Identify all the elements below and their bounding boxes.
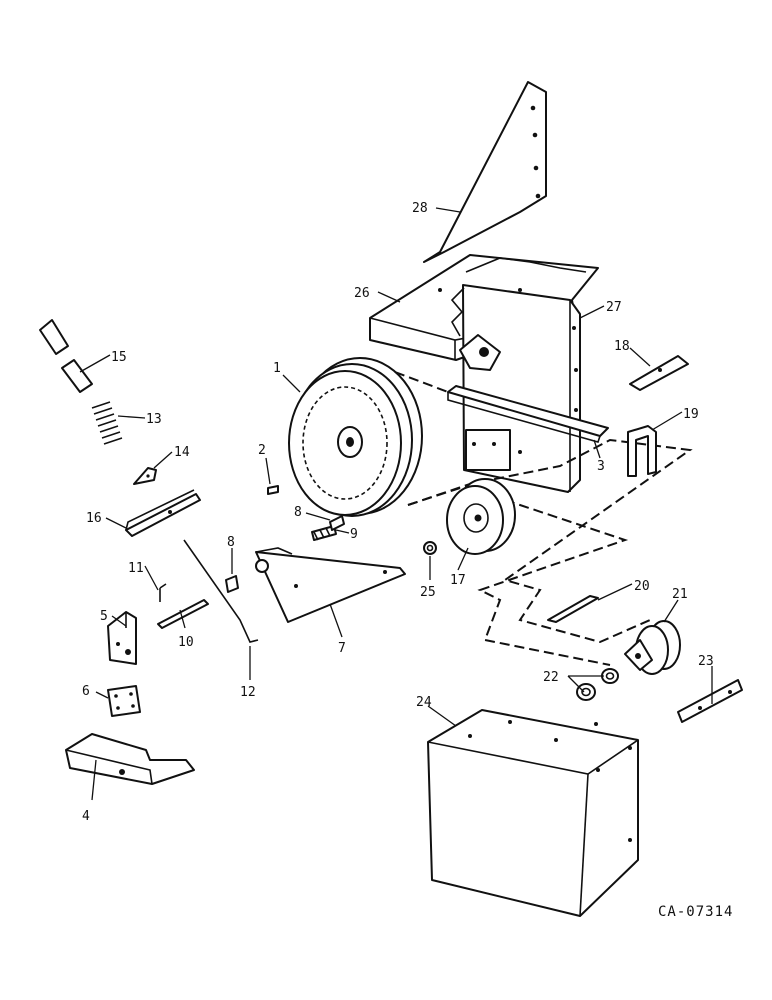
part-4-channel-bracket [65, 733, 195, 785]
part-7-arm [255, 547, 406, 623]
part-24-cover-box [427, 709, 639, 917]
part-25-nut [423, 541, 437, 555]
callout-26: 26 [354, 286, 370, 301]
callout-18: 18 [614, 339, 630, 354]
part-9-bolt [311, 525, 337, 541]
drive-belt [394, 371, 693, 666]
callout-8b: 8 [227, 535, 235, 550]
part-10-shaft [157, 599, 209, 629]
callout-11: 11 [128, 561, 144, 576]
drawing-reference-code: CA-07314 [658, 904, 733, 920]
leader-lines [79, 207, 713, 801]
callout-8a: 8 [294, 505, 302, 520]
part-19-u-bracket [627, 425, 657, 477]
part-23-plate [677, 679, 743, 723]
callout-6: 6 [82, 684, 90, 699]
callout-16: 16 [86, 511, 102, 526]
part-20-strap [547, 595, 599, 623]
callout-7: 7 [338, 641, 346, 656]
callout-13: 13 [146, 412, 162, 427]
callout-5: 5 [100, 609, 108, 624]
callout-4: 4 [82, 809, 90, 824]
part-11-hook [159, 583, 167, 602]
callout-2: 2 [258, 443, 266, 458]
part-15-sleeves [39, 319, 93, 393]
callout-24: 24 [416, 695, 432, 710]
callout-27: 27 [606, 300, 622, 315]
part-2-pin [267, 485, 279, 495]
callout-21: 21 [672, 587, 688, 602]
part-6-square-plate [107, 685, 141, 717]
part-28-shield [423, 81, 547, 263]
callout-28: 28 [412, 201, 428, 216]
callout-19: 19 [683, 407, 699, 422]
part-18-bracket [629, 355, 689, 391]
callout-17: 17 [450, 573, 466, 588]
callout-22: 22 [543, 670, 559, 685]
part-21-small-pulley [624, 620, 681, 675]
callout-labels: 1 2 3 4 5 6 7 8 8 9 10 11 12 13 14 15 16… [82, 201, 714, 824]
part-5-mount-bracket [107, 611, 137, 665]
part-16-angle [125, 489, 201, 537]
callout-25: 25 [420, 585, 436, 600]
callout-1: 1 [273, 361, 281, 376]
part-17-idler-pulley [446, 478, 516, 555]
callout-23: 23 [698, 654, 714, 669]
part-8-spacers [225, 515, 345, 593]
part-1-large-pulley [288, 357, 423, 517]
part-12-rod [183, 539, 259, 643]
callout-9: 9 [350, 527, 358, 542]
callout-3: 3 [597, 459, 605, 474]
callout-15: 15 [111, 350, 127, 365]
callout-20: 20 [634, 579, 650, 594]
callout-10: 10 [178, 635, 194, 650]
part-14-clip [133, 467, 157, 485]
part-3-shaft [447, 385, 609, 443]
callout-12: 12 [240, 685, 256, 700]
part-22-bushings [576, 668, 619, 701]
part-13-spring [91, 401, 123, 445]
part-27-frame [450, 284, 581, 493]
callout-14: 14 [174, 445, 190, 460]
